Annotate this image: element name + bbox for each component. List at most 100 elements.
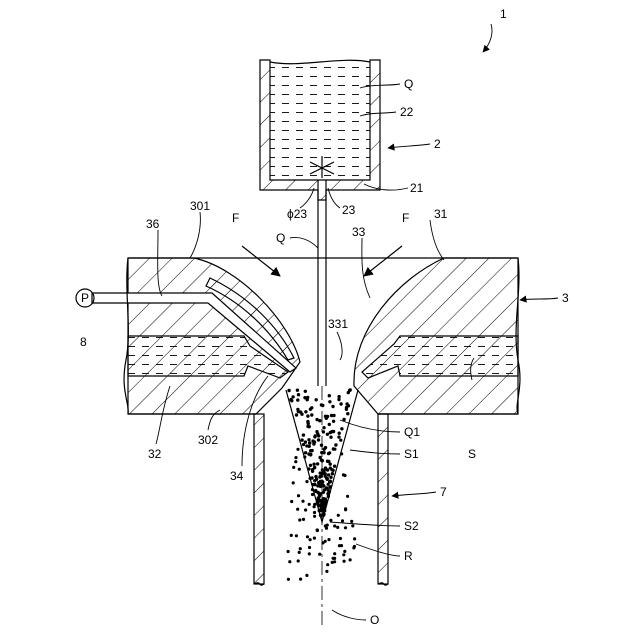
droplet-dot bbox=[332, 420, 335, 423]
droplet-dot bbox=[319, 471, 322, 474]
droplet-dot bbox=[304, 390, 307, 393]
droplet-dot bbox=[323, 448, 326, 451]
droplet-dot bbox=[304, 410, 307, 413]
droplet-dot bbox=[340, 427, 343, 430]
label-block: 3 bbox=[562, 291, 569, 305]
label-tube: 7 bbox=[440, 485, 447, 499]
label-pump-number: 8 bbox=[80, 335, 87, 349]
label-gas-flow-left: F bbox=[232, 211, 239, 225]
droplet-dot bbox=[324, 498, 327, 501]
droplet-dot bbox=[292, 466, 295, 469]
droplet-dot bbox=[330, 414, 333, 417]
droplet-dot bbox=[327, 483, 330, 486]
droplet-dot bbox=[329, 485, 332, 488]
droplet-dot bbox=[324, 467, 327, 470]
label-chamber-left: 32 bbox=[148, 447, 162, 461]
droplet-dot bbox=[299, 410, 302, 413]
droplet-dot bbox=[290, 500, 293, 503]
droplet-dot bbox=[316, 528, 319, 531]
droplet-dot bbox=[298, 551, 301, 554]
droplet-dot bbox=[313, 483, 316, 486]
liquid-container bbox=[260, 60, 380, 200]
droplet-dot bbox=[328, 400, 331, 403]
droplet-dot bbox=[299, 578, 302, 581]
droplet-dot bbox=[329, 466, 332, 469]
droplet-dot bbox=[337, 435, 340, 438]
droplet-dot bbox=[329, 436, 332, 439]
droplet-dot bbox=[308, 552, 311, 555]
droplet-dot bbox=[318, 456, 321, 459]
droplet-dot bbox=[329, 519, 332, 522]
droplet-dot bbox=[322, 426, 325, 429]
droplet-dot bbox=[320, 403, 323, 406]
droplet-dot bbox=[329, 476, 332, 479]
label-nozzle: 23 bbox=[342, 203, 356, 217]
droplet-dot bbox=[297, 393, 300, 396]
droplet-dot bbox=[295, 413, 298, 416]
droplet-dot bbox=[343, 550, 346, 553]
droplet-dot bbox=[326, 524, 329, 527]
droplet-dot bbox=[312, 463, 315, 466]
droplet-dot bbox=[320, 451, 323, 454]
droplet-dot bbox=[337, 395, 340, 398]
droplet-dot bbox=[340, 544, 343, 547]
droplet-dot bbox=[338, 432, 341, 435]
droplet-dot bbox=[349, 558, 352, 561]
droplet-dot bbox=[296, 508, 299, 511]
droplet-dot bbox=[305, 574, 308, 577]
droplet-dot bbox=[318, 484, 321, 487]
droplet-dot bbox=[336, 526, 339, 529]
droplet-dot bbox=[322, 484, 325, 487]
droplet-dot bbox=[351, 524, 354, 527]
droplet-dot bbox=[323, 472, 326, 475]
droplet-dot bbox=[307, 438, 310, 441]
droplet-dot bbox=[308, 425, 311, 428]
droplet-dot bbox=[316, 502, 319, 505]
droplet-dot bbox=[347, 404, 350, 407]
droplet-dot bbox=[311, 488, 314, 491]
droplet-dot bbox=[310, 449, 313, 452]
droplet-dot bbox=[302, 433, 305, 436]
droplet-dot bbox=[343, 474, 346, 477]
droplet-dot bbox=[346, 495, 349, 498]
droplet-dot bbox=[327, 473, 330, 476]
droplet-dot bbox=[316, 462, 319, 465]
droplet-dot bbox=[296, 448, 299, 451]
droplet-dot bbox=[350, 520, 353, 523]
droplet-dot bbox=[343, 560, 346, 563]
droplet-dot bbox=[294, 460, 297, 463]
gas-flow-arrow-left bbox=[242, 246, 280, 276]
label-chamber-right: S bbox=[468, 447, 476, 461]
gas-flow-arrow-right bbox=[364, 246, 402, 276]
droplet-dot bbox=[308, 546, 311, 549]
droplet-dot bbox=[290, 534, 293, 537]
label-slit: 34 bbox=[230, 469, 244, 483]
droplet-dot bbox=[326, 477, 329, 480]
droplet-dot bbox=[333, 552, 336, 555]
droplet-dot bbox=[327, 495, 330, 498]
liquid-body bbox=[270, 60, 370, 180]
droplet-dot bbox=[294, 456, 297, 459]
droplet-dot bbox=[331, 405, 334, 408]
label-fig-number: 1 bbox=[500, 7, 507, 21]
droplet-dot bbox=[353, 537, 356, 540]
droplet-dot bbox=[291, 395, 294, 398]
droplet-dot bbox=[301, 500, 304, 503]
droplet-dot bbox=[313, 466, 316, 469]
droplet-dot bbox=[314, 475, 317, 478]
droplet-dot bbox=[306, 414, 309, 417]
droplet-dot bbox=[297, 559, 300, 562]
droplet-dot bbox=[318, 475, 321, 478]
droplet-dot bbox=[340, 452, 343, 455]
droplet-dot bbox=[304, 451, 307, 454]
label-stream: Q bbox=[276, 231, 285, 245]
droplet-dot bbox=[323, 507, 326, 510]
droplet-dot bbox=[323, 502, 326, 505]
label-conical-face-left: 301 bbox=[190, 199, 210, 213]
droplet-dot bbox=[309, 477, 312, 480]
label-gas-passage: 36 bbox=[146, 217, 160, 231]
label-liquid: Q bbox=[404, 77, 413, 91]
droplet-dot bbox=[333, 465, 336, 468]
droplet-dot bbox=[308, 503, 311, 506]
